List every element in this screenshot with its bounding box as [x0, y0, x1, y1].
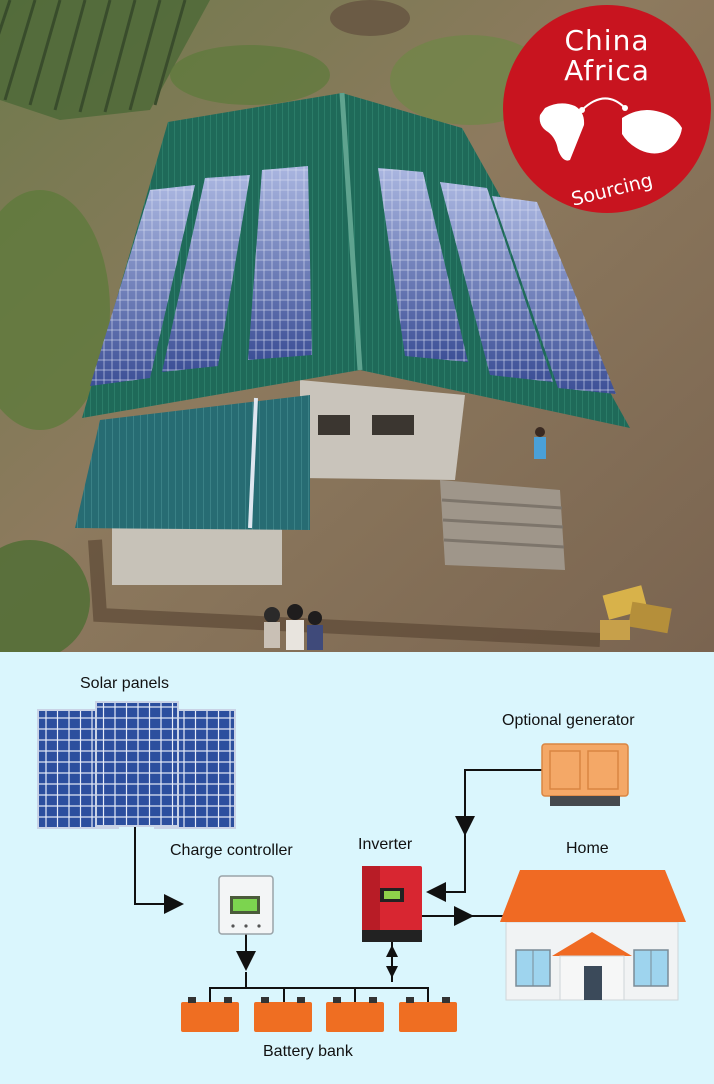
connection-arc: [581, 97, 626, 111]
roof-solar-panels-right: [378, 168, 616, 394]
hut: [330, 0, 410, 36]
wiring: [134, 769, 542, 1002]
steps: [440, 480, 565, 570]
roof-solar-panels-left: [90, 166, 312, 386]
solar-system-diagram: Solar panels Optional generator Charge c…: [0, 652, 714, 1084]
inverter-label: Inverter: [358, 836, 413, 853]
charge-controller-device: [218, 875, 274, 935]
battery-icon: [254, 997, 312, 1032]
people: [264, 427, 546, 650]
battery-icon: [181, 997, 239, 1032]
debris: [600, 585, 672, 640]
grass-patch: [0, 540, 90, 652]
window: [372, 415, 414, 435]
grass-patch: [0, 190, 110, 430]
home-label: Home: [566, 840, 609, 857]
inverter-device: [362, 866, 422, 942]
battery-icon: [399, 997, 457, 1032]
window: [318, 415, 350, 435]
logo-line1: China: [565, 24, 650, 57]
arrow-to-inverter: [426, 834, 466, 902]
diagram-graphics: [37, 701, 686, 1032]
battery-bank-array: [181, 997, 457, 1032]
africa-map-icon: [539, 103, 585, 161]
battery-bus: [209, 987, 429, 1002]
arrow-up-head: [386, 945, 398, 957]
charge-controller-label: Charge controller: [170, 842, 293, 859]
arrow-generator-to-inverter: [455, 769, 542, 836]
building-wall: [112, 525, 282, 585]
battery-icon: [326, 997, 384, 1032]
grass-patch: [170, 45, 330, 105]
home-building: [500, 870, 686, 1001]
solar-roof-house-photo: China Africa Sourcing: [0, 0, 714, 652]
china-africa-sourcing-logo: China Africa Sourcing: [503, 5, 711, 213]
arrow-panels-to-controller: [134, 827, 184, 914]
aerial-photo: China Africa Sourcing: [0, 0, 714, 652]
arrow-down-head: [386, 966, 398, 978]
generator-device: [541, 743, 629, 806]
logo-line2: Africa: [564, 54, 650, 87]
china-map-icon: [622, 110, 682, 154]
solar-panel-array: [37, 701, 236, 829]
crop-field: [0, 0, 210, 120]
optional-generator-label: Optional generator: [502, 712, 635, 729]
battery-bank-label: Battery bank: [263, 1043, 353, 1060]
roof-pipe: [248, 397, 258, 529]
roof-ridge: [339, 92, 363, 371]
solar-panels-label: Solar panels: [80, 675, 169, 692]
trench: [88, 539, 601, 647]
